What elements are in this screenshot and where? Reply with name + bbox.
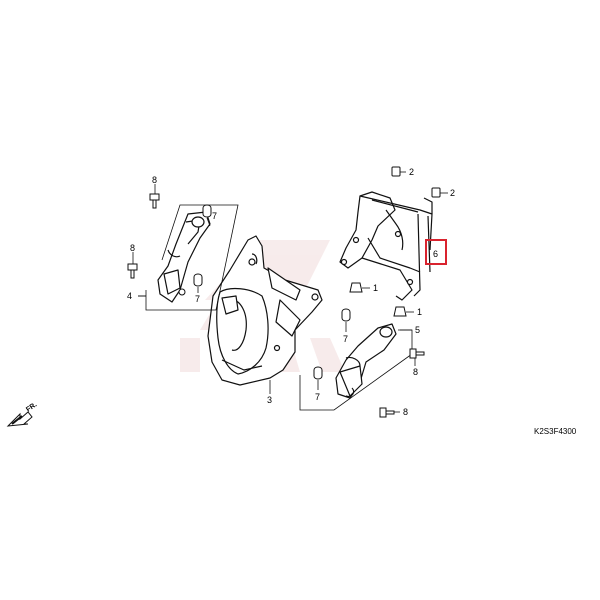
clip-nut-part: [391, 166, 441, 198]
grommet-part: [349, 282, 407, 317]
callout-2a: 2: [409, 167, 414, 177]
callout-5: 5: [415, 325, 420, 335]
diagram-code: K2S3F4300: [534, 427, 577, 436]
headlight-cowl-part: [207, 235, 323, 386]
callout-1a: 1: [373, 283, 378, 293]
callout-7b: 7: [195, 294, 200, 304]
left-bracket-part: [138, 204, 239, 311]
highlight-box: [425, 239, 447, 265]
callout-7c: 7: [343, 334, 348, 344]
right-bracket-part: [299, 323, 413, 411]
leader-lines: [132, 171, 448, 413]
callout-1b: 1: [417, 307, 422, 317]
callout-2b: 2: [450, 188, 455, 198]
mounting-frame-part: [339, 191, 433, 301]
collar-part: [193, 204, 351, 380]
bolt-part: [127, 193, 425, 418]
front-arrow-icon: [6, 411, 33, 427]
callout-8a: 8: [152, 175, 157, 185]
callout-8d: 8: [403, 407, 408, 417]
front-arrow-label: FR.: [25, 401, 38, 413]
callout-4: 4: [127, 291, 132, 301]
callout-3: 3: [267, 395, 272, 405]
callout-8b: 8: [130, 243, 135, 253]
callout-7a: 7: [212, 211, 217, 221]
callout-7d: 7: [315, 392, 320, 402]
callout-6: 6: [433, 249, 438, 259]
callout-8c: 8: [413, 367, 418, 377]
